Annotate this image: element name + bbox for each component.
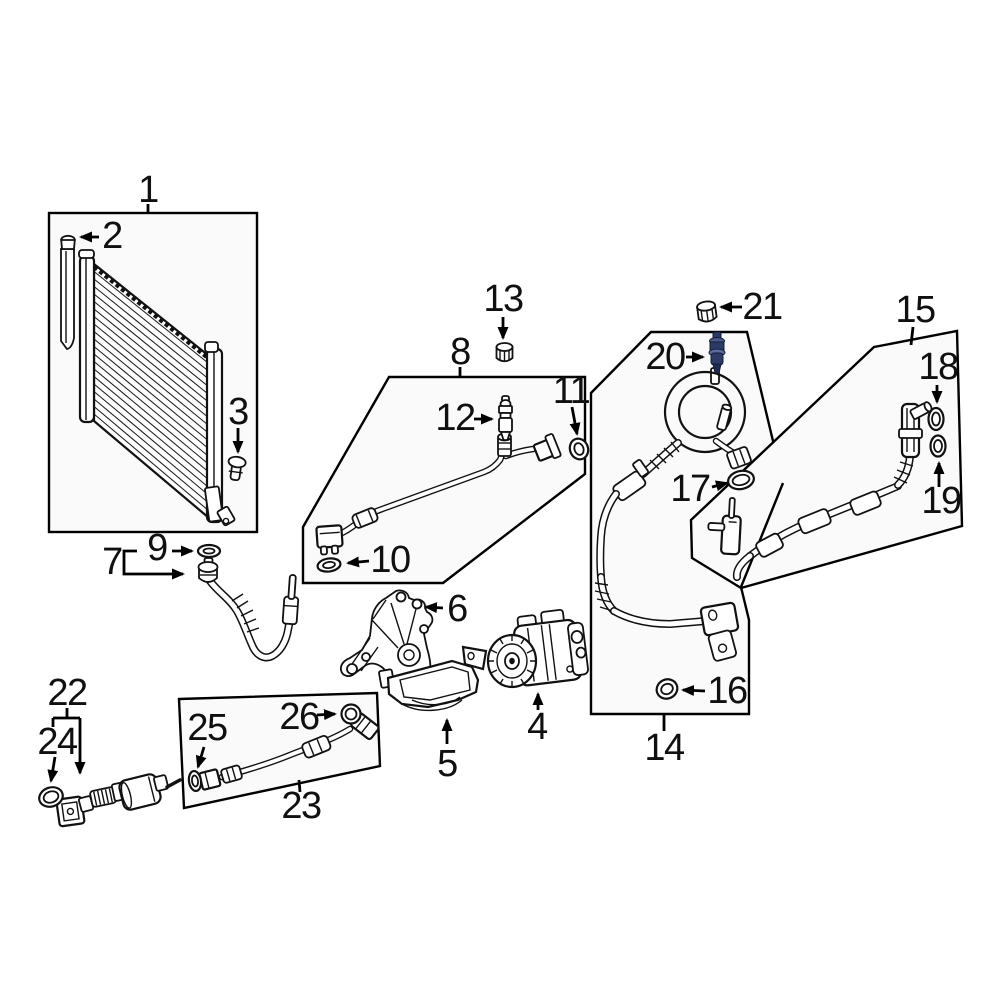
callout-25[interactable]: 25 [187, 707, 228, 749]
cap-21 [696, 300, 718, 323]
callout-11[interactable]: 11 [552, 370, 591, 412]
part-4-compressor [486, 608, 589, 689]
callout-9[interactable]: 9 [147, 527, 168, 569]
callout-4[interactable]: 4 [527, 706, 548, 748]
callout-13[interactable]: 13 [483, 278, 524, 320]
oring-18 [927, 406, 945, 432]
part-15-hose [707, 401, 933, 581]
callout-21[interactable]: 21 [742, 286, 783, 328]
part-5-shield [378, 645, 488, 712]
callout-18[interactable]: 18 [918, 346, 959, 388]
callout-12[interactable]: 12 [435, 397, 476, 439]
part-12-valve [498, 395, 513, 441]
orings [38, 406, 947, 808]
cap-13 [495, 342, 514, 363]
oring-9 [196, 543, 222, 559]
oring-17 [727, 469, 755, 491]
callout-17[interactable]: 17 [670, 468, 711, 510]
callout-23[interactable]: 23 [281, 785, 322, 827]
oring-26 [340, 703, 362, 725]
callout-10[interactable]: 10 [370, 539, 411, 581]
callout-20[interactable]: 20 [645, 336, 686, 378]
oring-16 [655, 678, 679, 700]
oring-10 [316, 557, 342, 573]
callout-8[interactable]: 8 [450, 331, 471, 373]
callout-19[interactable]: 19 [921, 480, 962, 522]
oring-11 [568, 437, 590, 461]
part-14-hose [594, 367, 752, 662]
callout-14[interactable]: 14 [644, 727, 685, 769]
callout-3[interactable]: 3 [228, 391, 249, 433]
leader-lines [47, 204, 945, 793]
part-20-valve-highlighted[interactable] [708, 331, 726, 374]
callout-6[interactable]: 6 [447, 588, 468, 630]
callout-2[interactable]: 2 [102, 215, 123, 257]
part-7-hose [197, 557, 300, 662]
part-1-condenser [60, 234, 247, 527]
panel-8 [301, 375, 587, 585]
callout-5[interactable]: 5 [437, 743, 458, 785]
oring-19 [929, 434, 947, 458]
callout-15[interactable]: 15 [895, 289, 936, 331]
bolt-3 [227, 455, 247, 482]
oring-25 [187, 769, 203, 793]
oring-24 [38, 786, 64, 808]
callout-26[interactable]: 26 [279, 696, 320, 738]
part-8-tube [315, 432, 562, 556]
condenser-fins [93, 271, 210, 512]
callout-24[interactable]: 24 [37, 721, 78, 763]
callout-22[interactable]: 22 [47, 672, 88, 714]
callout-16[interactable]: 16 [707, 670, 748, 712]
part-22-muffler-assembly [55, 773, 182, 828]
panel-15 [689, 329, 964, 590]
callout-7[interactable]: 7 [102, 541, 123, 583]
callout-1[interactable]: 1 [138, 169, 159, 211]
